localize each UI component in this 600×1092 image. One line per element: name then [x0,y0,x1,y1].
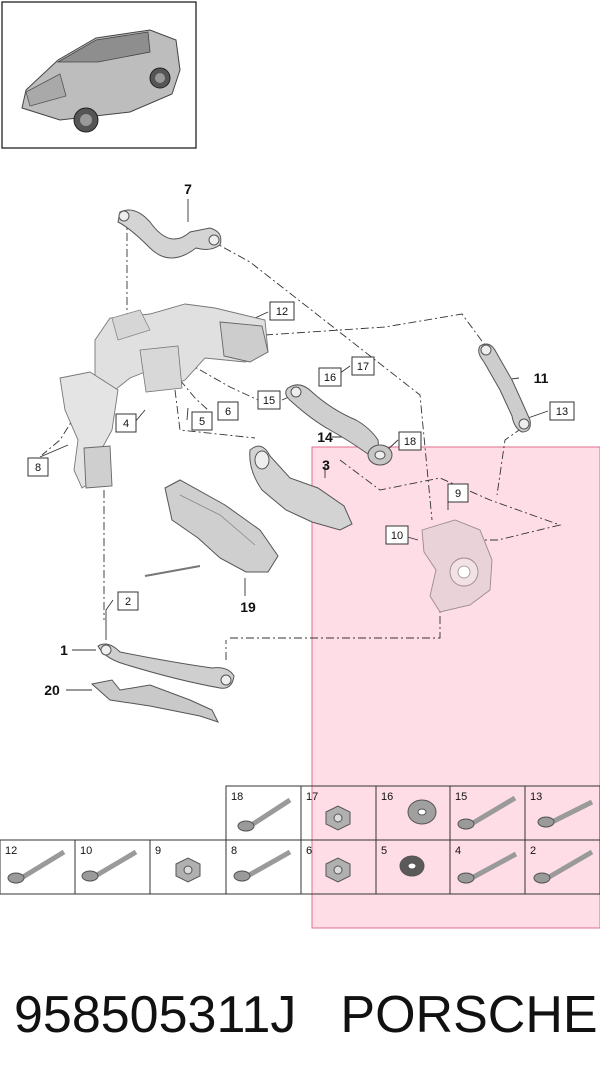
part-1-lower-link [97,643,235,689]
bolt-icon [537,799,594,828]
vehicle-thumbnail [1,1,197,149]
brand-name: PORSCHE [340,986,598,1044]
callout-20: 20 [44,682,60,698]
callout-2-box: 2 [117,591,139,611]
callout-8: 8 [35,462,41,474]
callout-18: 18 [404,436,416,448]
part-16-arm [285,384,379,455]
callout-16: 16 [324,372,336,384]
callout-9: 9 [455,488,461,500]
callout-2: 2 [125,596,131,608]
part-18-bushing [367,444,393,466]
bolt-icon [7,849,66,884]
cell-label-10: 10 [80,845,92,857]
part-11-link [478,343,531,433]
nut-icon [175,857,201,883]
bolt-icon [533,849,594,884]
cell-label-16: 16 [381,791,393,803]
bolt-icon [233,849,292,882]
cell-label-9: 9 [155,845,161,857]
cell-label-6: 6 [306,845,312,857]
callout-1: 1 [60,642,68,658]
callout-17-box: 17 [351,356,375,376]
footer-caption: 958505311J PORSCHE [14,980,598,1050]
cell-label-4: 4 [455,845,461,857]
callout-7: 7 [184,181,192,197]
wheel-carrier [421,519,493,613]
callout-10-box: 10 [385,525,409,545]
callout-8-box: 8 [27,457,49,477]
subframe [59,303,269,489]
callout-17: 17 [357,361,369,373]
nut-icon [325,857,351,883]
bolt-icon [457,851,518,884]
part-3-spring-arm [249,445,353,531]
callout-9-box: 9 [447,483,469,503]
part-20-bracket [90,679,219,723]
bolt-icon [81,849,138,882]
cell-label-8: 8 [231,845,237,857]
part-number: 958505311J [14,986,297,1044]
cell-label-13: 13 [530,791,542,803]
callout-15-box: 15 [257,390,281,410]
callout-13: 13 [556,406,568,418]
callout-12: 12 [276,306,288,318]
hardware-table-bottom-row: 12 10 9 8 6 5 4 2 [0,839,600,895]
nut-icon [325,805,351,831]
leader-lines [41,217,562,660]
callout-5: 5 [199,416,205,428]
cell-label-2: 2 [530,845,536,857]
callout-6: 6 [225,406,231,418]
callout-6-box: 6 [217,401,239,421]
cell-label-18: 18 [231,791,243,803]
callout-10: 10 [391,530,403,542]
callout-18-box: 18 [398,431,422,451]
callout-4: 4 [123,418,129,430]
washer-icon [399,855,425,877]
cell-label-12: 12 [5,845,17,857]
callout-5-box: 5 [191,411,213,431]
callout-11: 11 [534,370,549,386]
callout-16-box: 16 [318,367,342,387]
cell-label-15: 15 [455,791,467,803]
cell-label-5: 5 [381,845,387,857]
part-19-shield [144,479,279,577]
cell-label-17: 17 [306,791,318,803]
washer-icon [407,799,437,825]
callout-13-box: 13 [549,401,575,421]
callout-15: 15 [263,395,275,407]
callout-4-box: 4 [115,413,137,433]
callout-19: 19 [240,599,256,615]
callout-3: 3 [322,457,330,473]
callout-14: 14 [317,429,333,445]
part-7-upper-arm [117,209,222,259]
bolt-icon [457,795,517,830]
callout-12-box: 12 [269,301,295,321]
bolt-icon [237,797,292,832]
